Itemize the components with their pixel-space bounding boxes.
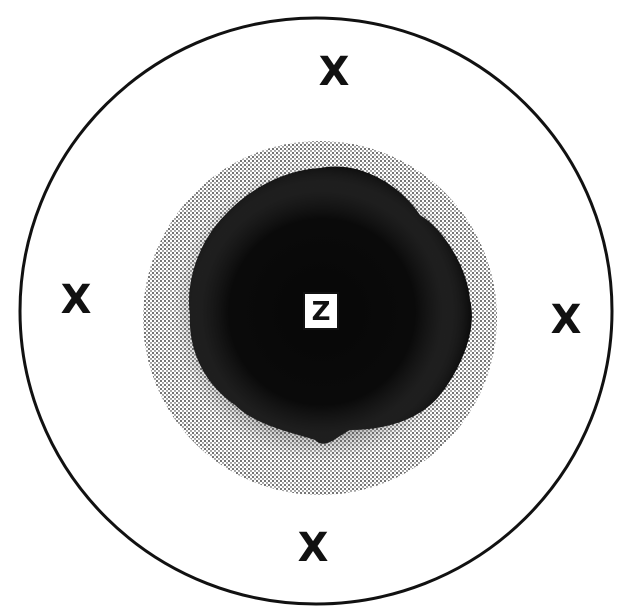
- center-label: Z: [312, 297, 331, 327]
- mark-top: X: [319, 49, 350, 95]
- mark-left: X: [61, 277, 92, 323]
- mark-right: X: [551, 297, 582, 343]
- mark-bottom: X: [298, 525, 329, 571]
